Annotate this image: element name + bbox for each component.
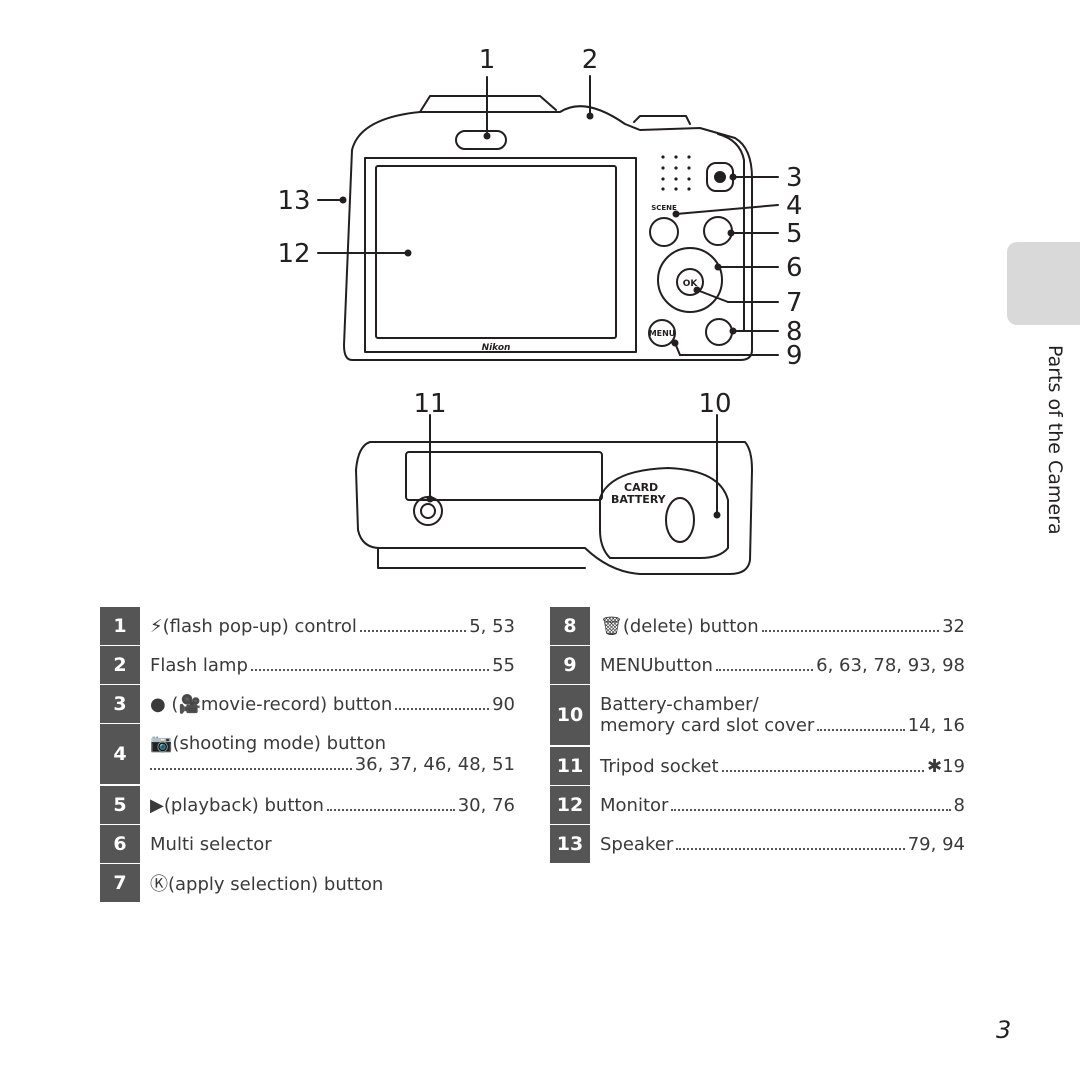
list-item: 9 MENU button 6, 63, 78, 93, 98 — [550, 646, 965, 684]
list-item: 7 Ⓚ (apply selection) button — [100, 864, 515, 902]
item-label-line1: Battery-chamber/ — [600, 694, 759, 715]
item-label: Tripod socket — [600, 755, 719, 777]
item-number: 5 — [100, 786, 140, 824]
ok-button — [676, 268, 704, 296]
item-pages: 79, 94 — [907, 833, 965, 855]
item-number: 6 — [100, 825, 140, 863]
menu-label: MENU — [649, 329, 676, 338]
playback-icon: ▶ — [150, 794, 164, 816]
item-label: (shooting mode) button — [172, 733, 387, 754]
callout-1: 1 — [479, 45, 496, 75]
flash-icon: ⚡ — [150, 615, 163, 637]
item-pages: 36, 37, 46, 48, 51 — [354, 754, 515, 775]
item-label: Speaker — [600, 833, 674, 855]
item-pages: 30, 76 — [457, 794, 515, 816]
card-label: CARD — [624, 481, 658, 494]
list-item: 6 Multi selector — [100, 825, 515, 863]
item-number: 10 — [550, 685, 590, 745]
ok-icon: Ⓚ — [150, 874, 168, 895]
item-label: (playback) button — [163, 794, 324, 816]
item-label: (delete) button — [622, 615, 759, 637]
item-label: Flash lamp — [150, 654, 248, 676]
list-item: 2 Flash lamp 55 — [100, 646, 515, 684]
callout-4: 4 — [786, 191, 803, 221]
list-item: 8 🗑 (delete) button 32 — [550, 607, 965, 645]
item-label: Multi selector — [150, 833, 272, 855]
item-number: 2 — [100, 646, 140, 684]
multi-selector — [657, 247, 723, 313]
side-tab-title: Parts of the Camera — [1044, 345, 1066, 535]
list-item: 3 ● (🎥 movie-record) button 90 — [100, 685, 515, 723]
camera-icon: 📷 — [150, 733, 173, 754]
movie-record-icon: ● (🎥 — [150, 693, 201, 715]
scene-label: SCENE — [651, 204, 677, 212]
side-tab — [1007, 242, 1080, 325]
item-pages: 55 — [492, 654, 515, 676]
list-item: 1 ⚡ (flash pop-up) control 5, 53 — [100, 607, 515, 645]
list-item: 5 ▶ (playback) button 30, 76 — [100, 786, 515, 824]
speaker-grille — [661, 155, 691, 191]
item-number: 9 — [550, 646, 590, 684]
list-item: 13 Speaker 79, 94 — [550, 825, 965, 863]
playback-button — [703, 216, 733, 246]
page-number: 3 — [996, 1016, 1012, 1044]
callout-12: 12 — [277, 239, 310, 269]
item-number: 4 — [100, 724, 140, 784]
callout-5: 5 — [786, 219, 803, 249]
list-item: 4 📷 (shooting mode) button 36, 37, 46, 4… — [100, 724, 515, 784]
callout-3: 3 — [786, 163, 803, 193]
camera-back-body — [343, 105, 753, 361]
item-label: memory card slot cover — [600, 715, 815, 736]
menu-icon: MENU — [600, 654, 654, 676]
item-pages: 14, 16 — [907, 715, 965, 736]
list-item: 10 Battery-chamber/ memory card slot cov… — [550, 685, 965, 745]
brand-label: Nikon — [482, 343, 511, 353]
item-number: 12 — [550, 786, 590, 824]
callout-10: 10 — [698, 389, 731, 419]
callout-2: 2 — [582, 45, 599, 75]
callout-6: 6 — [786, 253, 803, 283]
item-pages: 32 — [942, 615, 965, 637]
battery-label: BATTERY — [611, 493, 667, 506]
callout-7: 7 — [786, 288, 803, 318]
camera-diagram: Nikon SCENE OK MENU CARD BATTERY 1 2 3 4… — [277, 45, 803, 575]
list-item: 12 Monitor 8 — [550, 786, 965, 824]
menu-button — [648, 319, 676, 347]
item-number: 3 — [100, 685, 140, 723]
callout-13: 13 — [277, 186, 310, 216]
item-pages: 8 — [953, 794, 965, 816]
item-label: movie-record) button — [200, 693, 393, 715]
item-number: 1 — [100, 607, 140, 645]
item-label: (flash pop-up) control — [162, 615, 357, 637]
item-label: button — [653, 654, 713, 676]
delete-icon: 🗑 — [600, 615, 623, 637]
list-item: 11 Tripod socket ✱19 — [550, 747, 965, 785]
item-label: Monitor — [600, 794, 669, 816]
item-pages: ✱19 — [927, 755, 965, 777]
item-number: 7 — [100, 864, 140, 902]
camera-bottom-body — [355, 441, 753, 575]
shooting-mode-button — [649, 217, 679, 247]
item-label: (apply selection) button — [168, 874, 384, 895]
item-pages: 90 — [492, 693, 515, 715]
item-pages: 6, 63, 78, 93, 98 — [816, 654, 965, 676]
delete-button — [705, 318, 733, 346]
callout-11: 11 — [413, 389, 446, 419]
item-number: 11 — [550, 747, 590, 785]
callout-9: 9 — [786, 341, 803, 371]
ok-label: OK — [683, 279, 699, 289]
monitor-screen — [375, 165, 617, 339]
callout-8: 8 — [786, 317, 803, 347]
item-number: 8 — [550, 607, 590, 645]
item-pages: 5, 53 — [469, 615, 515, 637]
item-number: 13 — [550, 825, 590, 863]
